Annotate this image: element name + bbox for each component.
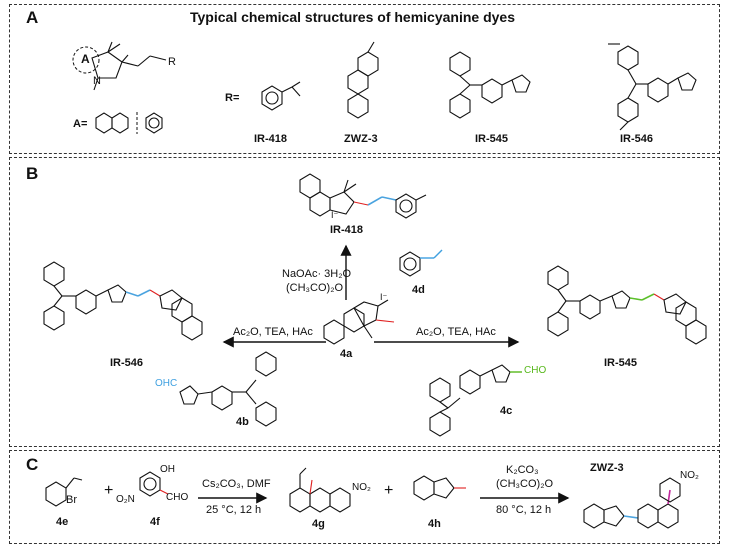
ir546-product-label: IR-546 bbox=[110, 357, 144, 369]
condition-up-2: (CH₃CO)₂O bbox=[286, 282, 344, 294]
panel-b bbox=[9, 157, 720, 447]
compound-4e-structure bbox=[45, 477, 83, 507]
core-r-label: R bbox=[168, 56, 176, 68]
no2-label-4g: NO₂ bbox=[352, 482, 371, 493]
condition-c2-bottom: 80 °C, 12 h bbox=[496, 504, 552, 516]
compound-ir418: IR-418 bbox=[254, 133, 288, 145]
ir545-structure bbox=[449, 51, 531, 119]
compound-4h-label: 4h bbox=[428, 518, 441, 530]
condition-left: Ac₂O, TEA, HAc bbox=[233, 326, 313, 338]
compound-4e-label: 4e bbox=[56, 516, 69, 528]
panel-a bbox=[9, 4, 720, 154]
panel-c-label: C bbox=[26, 455, 39, 474]
a-equals-label: A= bbox=[73, 118, 88, 130]
compound-ir546: IR-546 bbox=[620, 133, 654, 145]
compound-4b-label: 4b bbox=[236, 416, 249, 428]
compound-4f-label: 4f bbox=[150, 516, 160, 528]
ir418-product-structure bbox=[299, 173, 427, 219]
zwz3-structure bbox=[347, 41, 379, 119]
zwz3-product-structure bbox=[583, 477, 681, 529]
compound-zwz3: ZWZ-3 bbox=[344, 133, 378, 145]
ir418-product-label: IR-418 bbox=[330, 224, 364, 236]
compound-4c-structure bbox=[429, 364, 522, 437]
ring-a-label: A bbox=[81, 52, 90, 66]
plus-2: + bbox=[384, 482, 394, 499]
compound-4c-label: 4c bbox=[500, 405, 513, 417]
ir545-product-label: IR-545 bbox=[604, 357, 638, 369]
condition-up-1: NaOAc· 3H₂O bbox=[282, 268, 352, 280]
benzene-option bbox=[145, 112, 163, 134]
ir545-product-structure bbox=[547, 265, 707, 345]
core-n-label: N bbox=[93, 75, 101, 87]
compound-ir545: IR-545 bbox=[475, 133, 509, 145]
plus-1: + bbox=[104, 482, 114, 499]
r-equals-label: R= bbox=[225, 92, 240, 104]
compound-4g-label: 4g bbox=[312, 518, 325, 530]
zwz3-product-label: ZWZ-3 bbox=[590, 462, 624, 474]
compound-4b-structure bbox=[179, 351, 277, 427]
indolium-core-structure bbox=[91, 41, 167, 91]
compound-4f-structure bbox=[139, 471, 169, 497]
cho-label: CHO bbox=[524, 365, 547, 376]
panel-b-label: B bbox=[26, 164, 39, 183]
compound-4a-structure bbox=[323, 299, 395, 345]
compound-4d-label: 4d bbox=[412, 284, 425, 296]
compound-4h-structure bbox=[413, 475, 466, 501]
panel-a-title: Typical chemical structures of hemicyani… bbox=[190, 9, 515, 25]
ir546-product-structure bbox=[43, 261, 203, 341]
nitrophenyl-structure bbox=[261, 81, 301, 111]
condition-c2-top-1: K₂CO₃ bbox=[506, 464, 539, 476]
compound-4a-label: 4a bbox=[340, 348, 353, 360]
panel-a-label: A bbox=[26, 8, 39, 27]
o2n-label: O₂N bbox=[116, 494, 135, 505]
oh-label: OH bbox=[160, 464, 175, 475]
condition-c1-top: Cs₂CO₃, DMF bbox=[202, 478, 271, 490]
compound-4g-structure bbox=[289, 467, 351, 513]
cho-label-4f: CHO bbox=[166, 492, 189, 503]
br-label: Br bbox=[66, 494, 77, 506]
ir418-iodide: I⁻ bbox=[331, 210, 339, 220]
naphthalene-option bbox=[95, 112, 129, 134]
ohc-label: OHC bbox=[155, 378, 178, 389]
condition-c1-bottom: 25 °C, 12 h bbox=[206, 504, 262, 516]
no2-label-zwz3: NO₂ bbox=[680, 470, 699, 481]
ir546-structure bbox=[608, 43, 697, 131]
panel-c bbox=[9, 450, 720, 544]
compound-4d-structure bbox=[399, 249, 443, 277]
condition-right: Ac₂O, TEA, HAc bbox=[416, 326, 496, 338]
compound-4a-iodide: I⁻ bbox=[380, 292, 388, 302]
condition-c2-top-2: (CH₃CO)₂O bbox=[496, 478, 554, 490]
